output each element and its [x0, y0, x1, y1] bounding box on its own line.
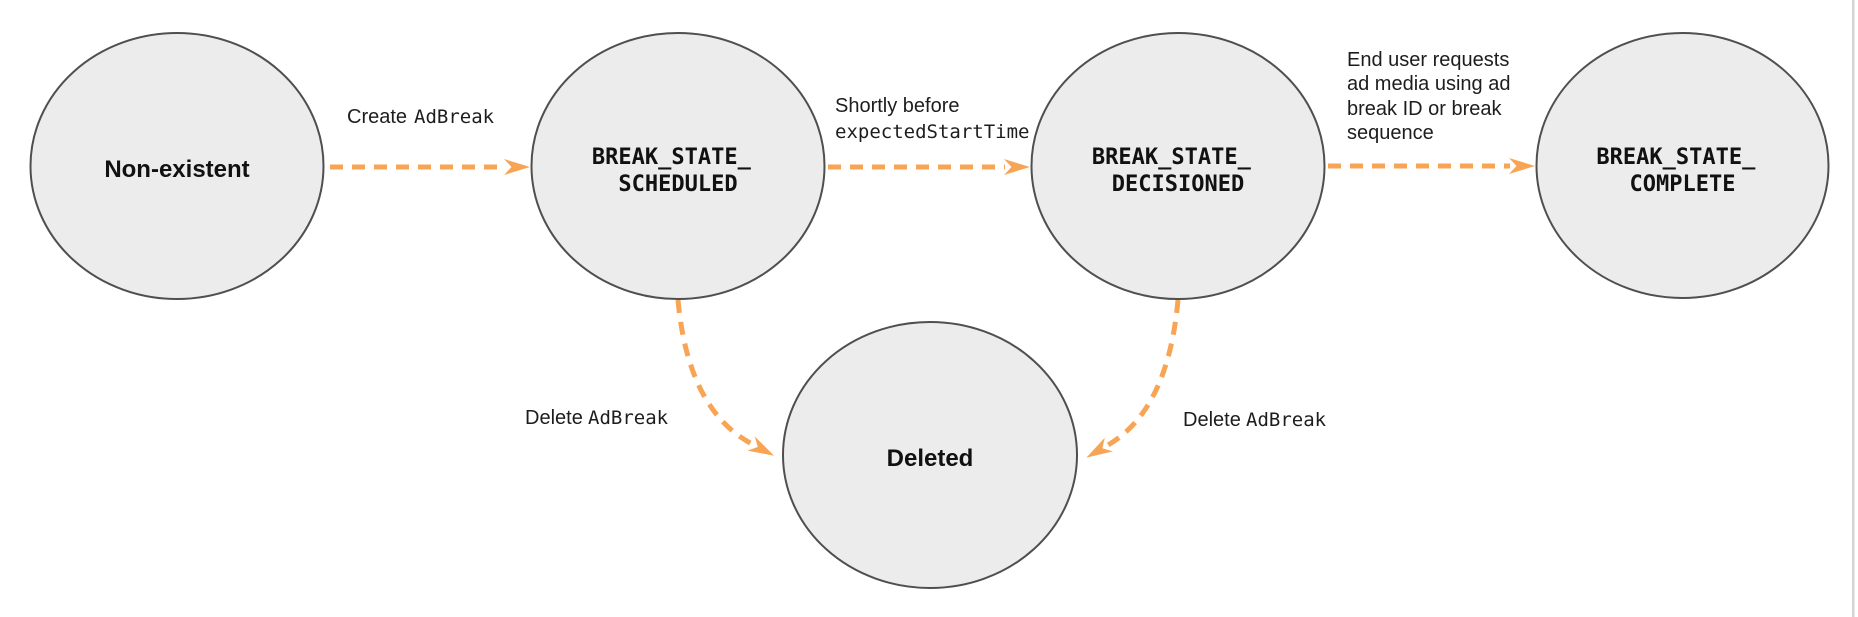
state-label-break-state-decisioned: BREAK_STATE_ DECISIONED	[1092, 145, 1264, 197]
state-label-deleted: Deleted	[887, 445, 974, 472]
transition-label-code: AdBreak	[414, 106, 495, 128]
transition-label-line: Shortly before	[835, 95, 960, 117]
transition-label-code: AdBreak	[1246, 409, 1327, 431]
state-circle-break-state-complete	[1535, 32, 1830, 299]
transition-label-line: break ID or break	[1347, 98, 1503, 120]
state-label-line: BREAK_STATE_	[592, 145, 752, 170]
state-circle-non-existent	[29, 32, 325, 300]
transition-label-code: AdBreak	[588, 407, 669, 429]
state-circle-break-state-decisioned	[1030, 32, 1326, 300]
transition-arrow-delete-right	[1086, 299, 1181, 458]
page-right-border	[1852, 0, 1855, 617]
transition-label-shortly-before: Shortly before expectedStartTime	[835, 95, 1029, 143]
state-label-line: COMPLETE	[1630, 172, 1736, 197]
transition-label-delete-right: Delete AdBreak	[1183, 409, 1327, 431]
state-node-deleted: Deleted	[782, 321, 1078, 589]
state-node-break-state-complete: BREAK_STATE_ COMPLETE	[1535, 32, 1830, 299]
state-label-line: BREAK_STATE_	[1596, 145, 1756, 170]
transition-label-line: sequence	[1347, 122, 1434, 144]
transition-label-create-adbreak: Create AdBreak	[347, 106, 495, 128]
state-label-line: Non-existent	[104, 156, 249, 183]
state-circle-break-state-scheduled	[530, 32, 826, 300]
state-circle-deleted	[782, 321, 1078, 589]
state-label-break-state-complete: BREAK_STATE_ COMPLETE	[1596, 145, 1768, 197]
state-node-non-existent: Non-existent	[29, 32, 325, 300]
state-label-line: BREAK_STATE_	[1092, 145, 1252, 170]
transition-arrow-delete-left	[675, 299, 775, 456]
transition-label-delete-left: Delete AdBreak	[525, 407, 669, 429]
transition-label-text: Delete	[525, 407, 583, 429]
transition-label-end-user-request: End user requests ad media using ad brea…	[1347, 49, 1516, 144]
state-node-break-state-decisioned: BREAK_STATE_ DECISIONED	[1030, 32, 1326, 300]
state-label-non-existent: Non-existent	[104, 156, 249, 183]
state-label-line: SCHEDULED	[618, 172, 737, 197]
state-label-line: Deleted	[887, 445, 974, 472]
state-label-break-state-scheduled: BREAK_STATE_ SCHEDULED	[592, 145, 764, 197]
state-label-line: DECISIONED	[1112, 172, 1244, 197]
transition-label-code: expectedStartTime	[835, 121, 1029, 143]
transition-label-text: Delete	[1183, 409, 1241, 431]
transition-label-line: End user requests	[1347, 49, 1509, 71]
transition-label-text: Create	[347, 106, 407, 128]
state-node-break-state-scheduled: BREAK_STATE_ SCHEDULED	[530, 32, 826, 300]
transition-label-line: ad media using ad	[1347, 73, 1510, 95]
